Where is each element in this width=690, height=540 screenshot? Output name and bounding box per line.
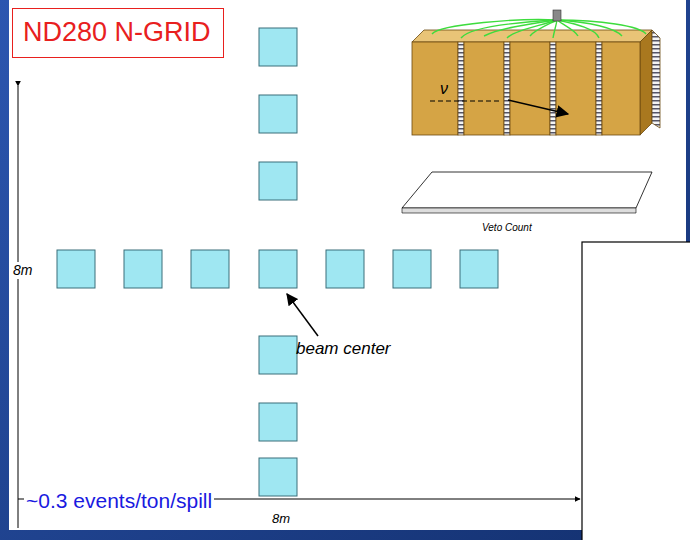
detector-illustration: [402, 10, 660, 213]
rate-note: ~0.3 events/ton/spill: [24, 488, 214, 513]
empty-panel: [582, 242, 690, 540]
leader-arrow: [287, 294, 318, 336]
part-name: Veto Count: [482, 222, 532, 233]
neutrino-symbol: ν: [440, 80, 448, 98]
module-grid: [57, 28, 498, 496]
dimension-label: 8m: [272, 512, 290, 526]
annotation: beam center: [296, 340, 391, 359]
title-box: ND280 N-GRID: [12, 8, 224, 58]
dimension-label: 8m: [11, 262, 34, 279]
dimension-arrow: [18, 86, 19, 528]
title-text: ND280 N-GRID: [23, 18, 213, 48]
